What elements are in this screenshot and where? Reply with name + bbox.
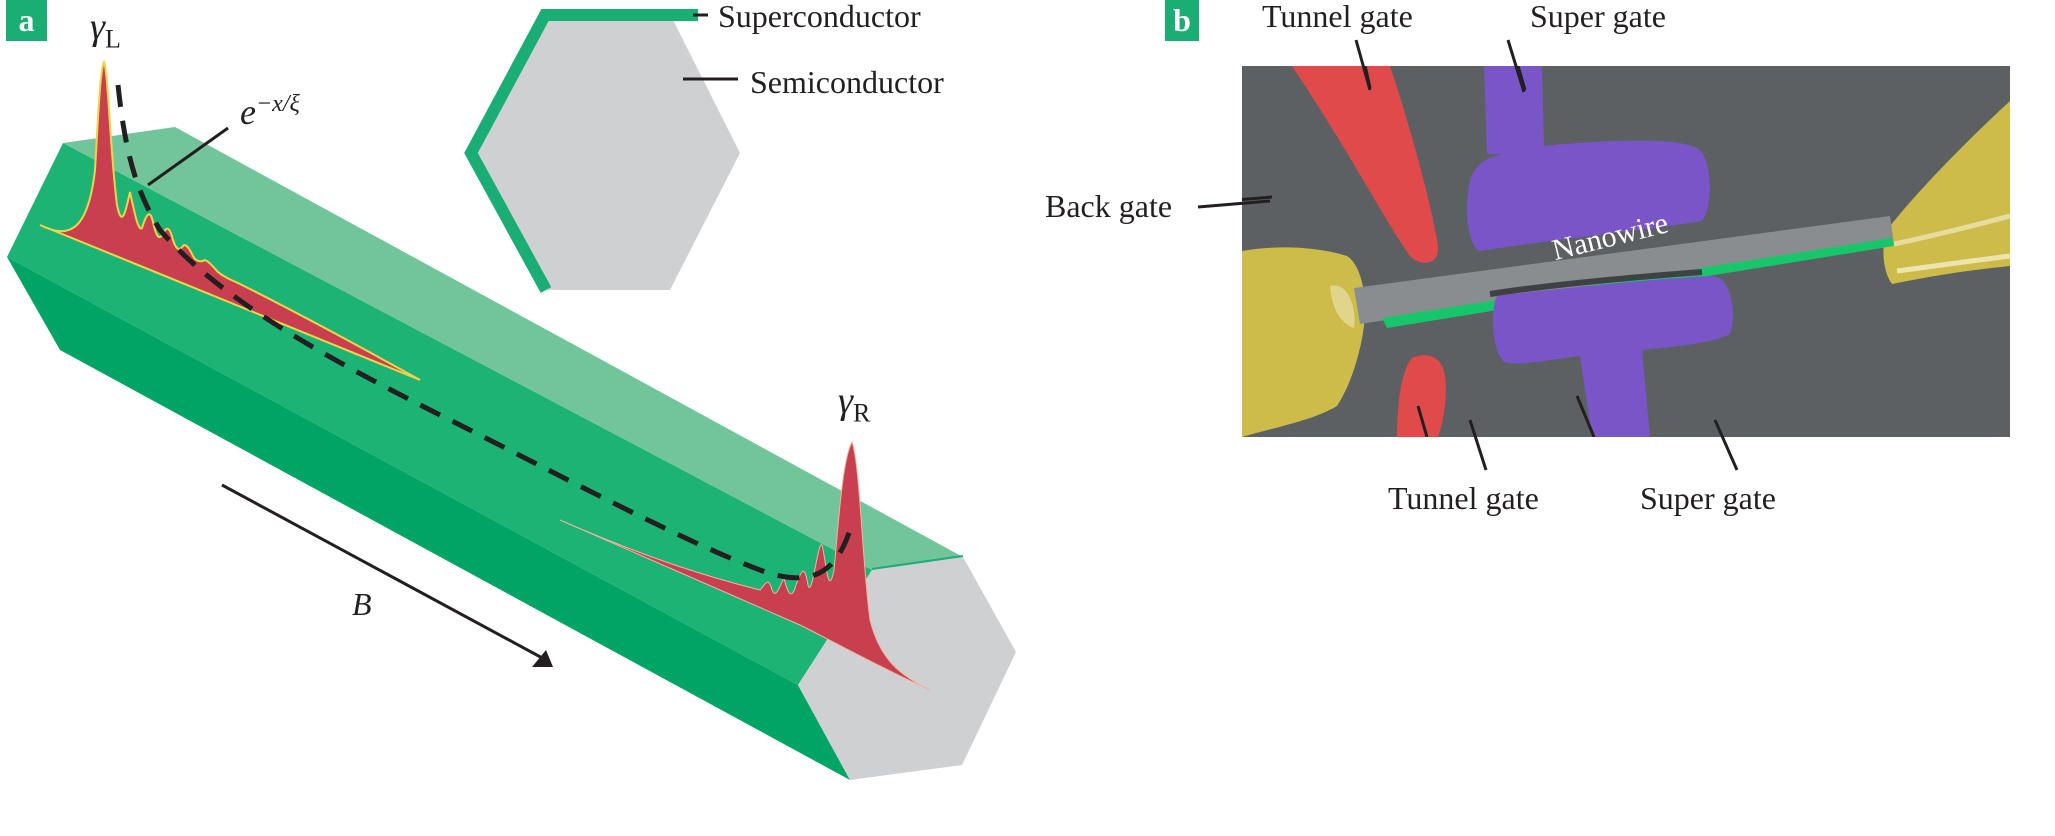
- nanowire-body: [1354, 216, 1894, 324]
- back-gate-label: Back gate: [1045, 188, 1173, 224]
- super-gate-top: [1467, 66, 1710, 251]
- super-gate-bottom-shadow: [1489, 269, 1703, 297]
- gamma-right-symbol: γ: [838, 380, 853, 422]
- decay-label-exponent: −x/ξ: [255, 91, 300, 117]
- decay-label-base: e: [240, 92, 256, 132]
- field-arrow-head: [532, 650, 553, 667]
- gamma-left-label: γL: [90, 8, 121, 53]
- tunnel-gate-bottom-leader: [1416, 405, 1429, 437]
- super-gate-top-label: Super gate: [1530, 0, 1666, 34]
- contact-right-edge: [1896, 253, 2010, 274]
- sem-drawing: [1242, 66, 2010, 437]
- contact-left-highlight: [1330, 285, 1355, 328]
- gamma-left-symbol: γ: [90, 6, 105, 48]
- superconductor-label: Superconductor: [718, 0, 921, 34]
- super-gate-bottom: [1492, 276, 1733, 437]
- cross-section-semiconductor: [478, 14, 740, 290]
- tunnel-gate-bottom: [1397, 355, 1446, 437]
- wavefunction-right-peak: [559, 440, 931, 691]
- prism-top-face: [63, 127, 963, 570]
- cross-section-superconductor-shell: [464, 9, 698, 293]
- gamma-right-label: γR: [838, 382, 870, 427]
- decay-label: e−x/ξ: [240, 92, 300, 130]
- tunnel-gate-bottom-label: Tunnel gate: [1388, 480, 1539, 516]
- panel-b-badge: b: [1165, 0, 1199, 41]
- tunnel-gate-top: [1292, 66, 1439, 263]
- sem-micrograph: Nanowire: [1242, 66, 2010, 437]
- decay-label-leader: [147, 126, 229, 187]
- prism-lower-face: [7, 257, 850, 780]
- gamma-right-subscript: R: [852, 398, 871, 428]
- field-arrow-line: [221, 483, 547, 662]
- contact-right-ridge: [1893, 213, 2010, 247]
- semiconductor-label: Semiconductor: [750, 64, 944, 100]
- super-gate-bottom-label: Super gate: [1640, 480, 1776, 516]
- super-gate-bottom-leader: [1575, 395, 1596, 437]
- panel-a-drawing: [7, 9, 1016, 780]
- back-gate-leader: [1242, 195, 1273, 202]
- gamma-left-subscript: L: [104, 24, 121, 54]
- field-label: B: [352, 586, 372, 622]
- panel-a-badge: a: [6, 0, 47, 41]
- tunnel-gate-top-label: Tunnel gate: [1262, 0, 1413, 34]
- exponential-envelope-dashed: [115, 84, 853, 581]
